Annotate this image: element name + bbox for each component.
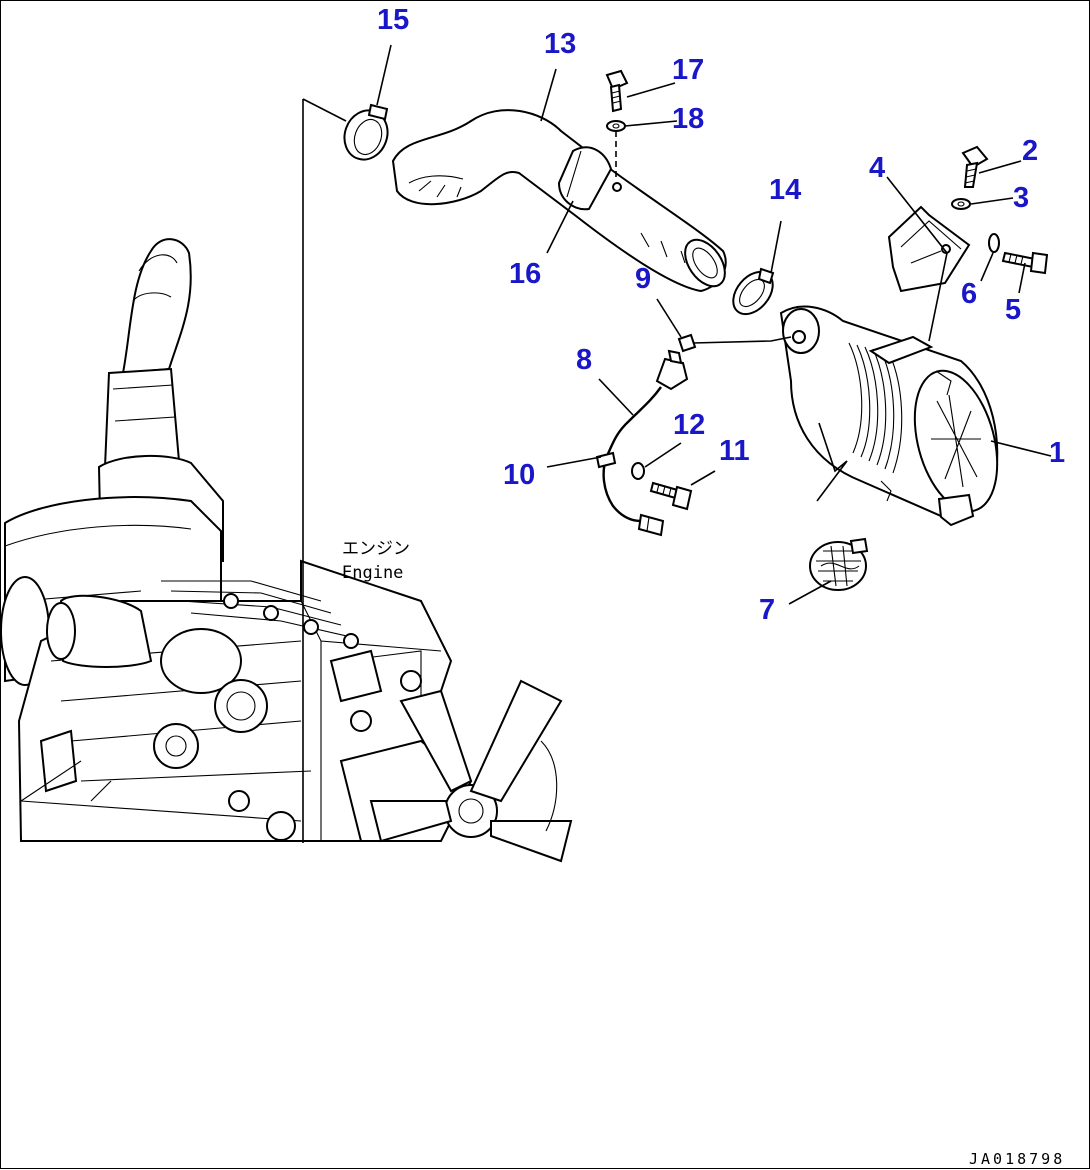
element-part xyxy=(809,537,869,591)
bolt-5-part xyxy=(1001,251,1049,275)
engine-label-japanese: エンジン xyxy=(342,539,410,559)
callout-14: 14 xyxy=(769,174,801,206)
callout-10: 10 xyxy=(503,459,535,491)
engine-label-english: Engine xyxy=(342,563,403,583)
callout-9: 9 xyxy=(635,263,651,295)
intake-hose-part xyxy=(391,109,727,293)
callout-16: 16 xyxy=(509,258,541,290)
clamp-14-part xyxy=(732,267,775,316)
callout-2: 2 xyxy=(1022,135,1038,167)
callout-12: 12 xyxy=(673,409,705,441)
sensor-harness-part xyxy=(595,349,689,537)
fitting-part xyxy=(677,333,697,353)
leader-lines xyxy=(376,44,1052,605)
callout-5: 5 xyxy=(1005,294,1021,326)
callout-13: 13 xyxy=(544,28,576,60)
bolt-11-part xyxy=(649,481,693,511)
callout-17: 17 xyxy=(672,54,704,86)
callout-4: 4 xyxy=(869,152,885,184)
callout-11: 11 xyxy=(719,435,750,467)
bolt-17-part xyxy=(605,69,629,113)
callout-labels: 1 2 3 4 5 6 7 8 9 10 11 12 13 14 15 16 1… xyxy=(377,4,1065,626)
callout-15: 15 xyxy=(377,4,409,36)
washer-12-part xyxy=(631,462,645,480)
callout-18: 18 xyxy=(672,103,704,135)
clamp-15-part xyxy=(343,103,389,161)
bolt-2-part xyxy=(961,145,989,188)
engine-assembly xyxy=(1,238,573,863)
bracket-part xyxy=(887,205,971,293)
callout-6: 6 xyxy=(961,278,977,310)
callout-3: 3 xyxy=(1013,182,1029,214)
washer-3-part xyxy=(951,198,971,210)
callout-7: 7 xyxy=(759,594,775,626)
air-cleaner-part xyxy=(779,305,999,527)
drawing-code: JA018798 xyxy=(969,1150,1065,1168)
callout-8: 8 xyxy=(576,344,592,376)
callout-1: 1 xyxy=(1049,437,1065,469)
washer-6-part xyxy=(988,233,1000,253)
washer-18-part xyxy=(606,120,626,132)
